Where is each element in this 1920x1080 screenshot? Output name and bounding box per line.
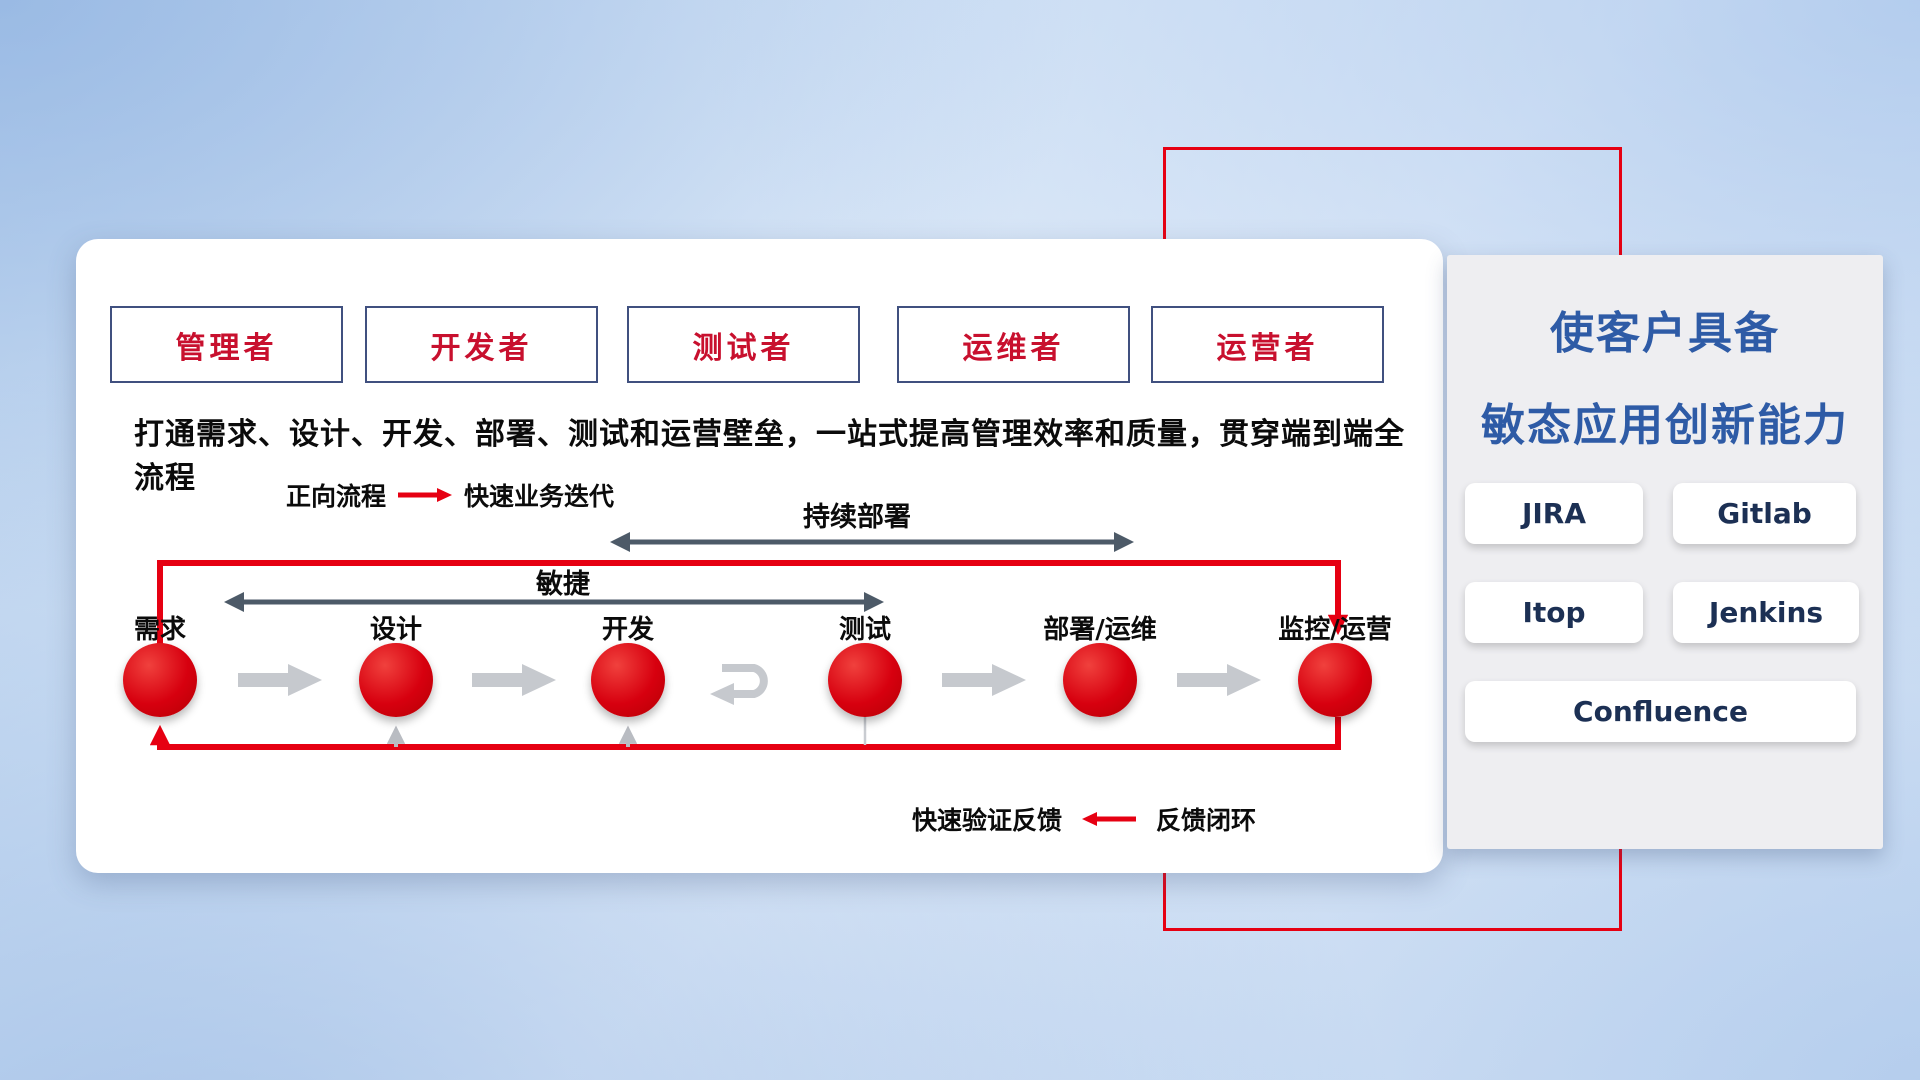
forward-flow-label: 正向流程 <box>286 482 387 511</box>
tool-badge-gitlab: Gitlab <box>1673 483 1856 544</box>
node-circle-test <box>828 643 902 717</box>
tool-badge-jira: JIRA <box>1465 483 1643 544</box>
feedback-loop-line <box>149 717 1341 750</box>
node-label-develop: 开发 <box>601 615 654 645</box>
role-box-manager: 管理者 <box>110 306 343 383</box>
step-arrow-1 <box>238 664 322 696</box>
role-label: 管理者 <box>175 330 278 366</box>
description-text: 打通需求、设计、开发、部署、测试和运营壁垒，一站式提高管理效率和质量，贯穿端到端… <box>134 417 1405 496</box>
role-label: 开发者 <box>430 330 533 366</box>
feedback-value: 反馈闭环 <box>1156 806 1257 835</box>
tool-badge-confluence: Confluence <box>1465 681 1856 742</box>
forward-flow-value: 快速业务迭代 <box>464 482 615 511</box>
role-label: 运维者 <box>962 330 1065 366</box>
role-label: 测试者 <box>692 330 795 366</box>
flow-arrows-graphic <box>149 532 1349 750</box>
node-label-test: 测试 <box>838 615 891 645</box>
panel-title-line1: 使客户具备 <box>1550 308 1780 359</box>
tool-badge-jenkins: Jenkins <box>1673 582 1859 643</box>
devops-flow-card: 管理者 开发者 测试者 运维者 运营者 打通需求、设计、开发、部署、测试和运营壁… <box>76 239 1443 873</box>
node-circle-requirement <box>123 643 197 717</box>
iteration-loop-icon <box>722 664 768 698</box>
forward-flow-legend: 正向流程 快速业务迭代 <box>286 477 614 513</box>
role-label: 运营者 <box>1216 330 1319 366</box>
node-circle-design <box>359 643 433 717</box>
node-circle-deploy-ops <box>1063 643 1137 717</box>
node-circle-monitor-op <box>1298 643 1372 717</box>
step-arrow-2 <box>472 664 556 696</box>
red-left-arrow-icon <box>1082 812 1137 826</box>
red-right-arrow-icon <box>398 488 453 502</box>
node-label-design: 设计 <box>369 615 422 645</box>
feedback-legend: 快速验证反馈 反馈闭环 <box>912 801 1256 837</box>
role-box-ops: 运维者 <box>897 306 1130 383</box>
node-label-monitor-op: 监控/运营 <box>1278 615 1392 645</box>
role-box-operator: 运营者 <box>1151 306 1384 383</box>
step-arrow-3 <box>942 664 1026 696</box>
node-label-deploy-ops: 部署/运维 <box>1043 615 1157 645</box>
capability-panel: 使客户具备 敏态应用创新能力 JIRA Gitlab Itop Jenkins … <box>1447 255 1883 849</box>
feedback-label: 快速验证反馈 <box>912 806 1063 835</box>
tool-badge-itop: Itop <box>1465 582 1643 643</box>
node-circle-develop <box>591 643 665 717</box>
panel-title-line2: 敏态应用创新能力 <box>1481 400 1849 451</box>
forward-loop-line <box>157 560 1349 645</box>
step-arrow-4 <box>1177 664 1261 696</box>
node-label-requirement: 需求 <box>133 615 186 645</box>
role-box-tester: 测试者 <box>627 306 860 383</box>
role-box-developer: 开发者 <box>365 306 598 383</box>
iteration-loop-arrowhead <box>710 683 734 705</box>
continuous-deployment-label: 持续部署 <box>803 502 911 533</box>
